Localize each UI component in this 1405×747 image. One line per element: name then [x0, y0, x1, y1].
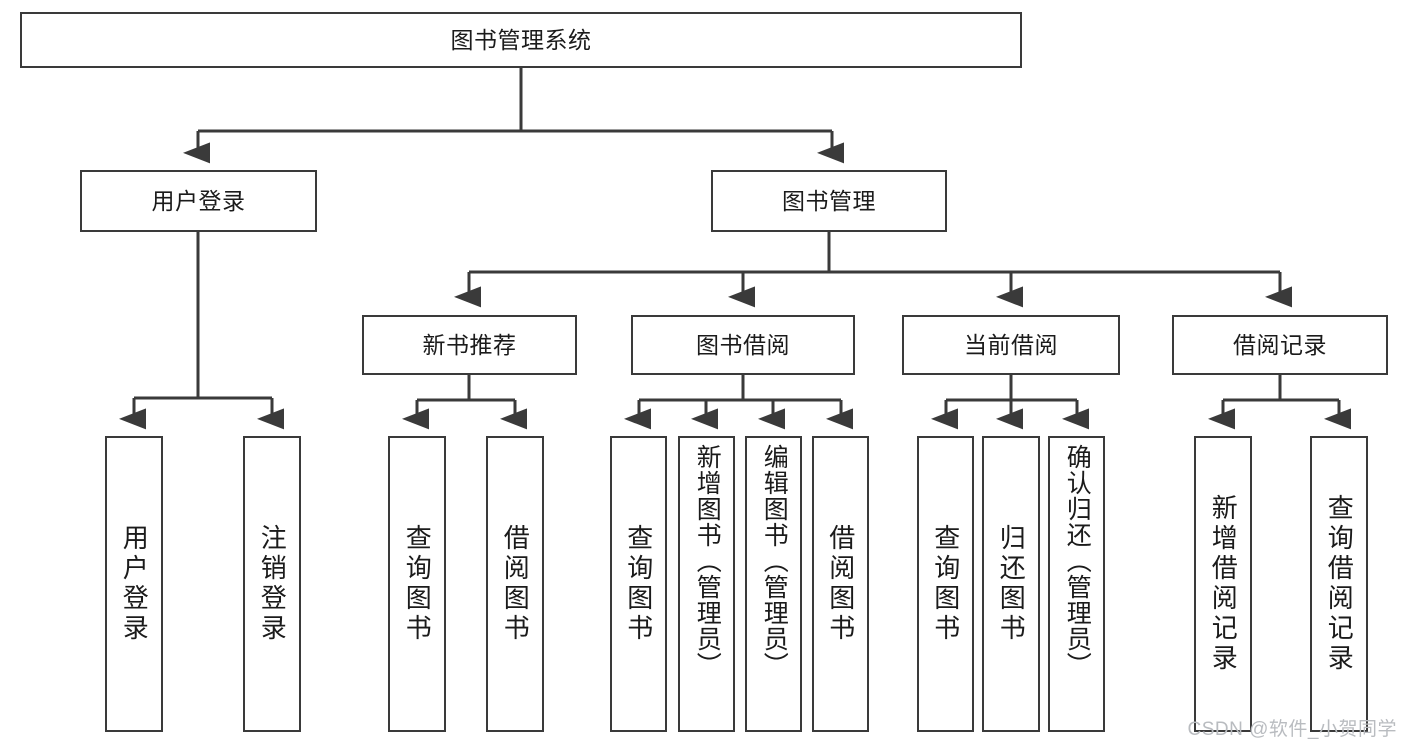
leaf-user-login[interactable]: 用户登录: [105, 436, 163, 732]
leaf-cb-confirm-return-admin[interactable]: 确认归还（管理员）: [1048, 436, 1105, 732]
leaf-bb-edit-book-admin[interactable]: 编辑图书（管理员）: [745, 436, 802, 732]
node-new-book-recommend[interactable]: 新书推荐: [362, 315, 577, 375]
node-book-borrow-label: 图书借阅: [696, 331, 790, 358]
leaf-logout-label: 注销登录: [257, 524, 288, 644]
node-borrow-record[interactable]: 借阅记录: [1172, 315, 1388, 375]
leaf-user-login-label: 用户登录: [119, 524, 150, 644]
node-book-borrow[interactable]: 图书借阅: [631, 315, 855, 375]
leaf-nbr-query-books-label: 查询图书: [402, 524, 433, 644]
leaf-cb-confirm-return-admin-label: 确认归还（管理员）: [1063, 444, 1092, 678]
node-current-borrow[interactable]: 当前借阅: [902, 315, 1120, 375]
leaf-bb-query-books-label: 查询图书: [623, 524, 654, 644]
node-book-management-label: 图书管理: [782, 187, 876, 214]
leaf-cb-return-books-label: 归还图书: [996, 524, 1027, 644]
node-current-borrow-label: 当前借阅: [964, 331, 1058, 358]
node-root-label: 图书管理系统: [450, 26, 592, 53]
leaf-br-add-record[interactable]: 新增借阅记录: [1194, 436, 1252, 732]
leaf-bb-query-books[interactable]: 查询图书: [610, 436, 667, 732]
leaf-bb-edit-book-admin-label: 编辑图书（管理员）: [760, 444, 789, 678]
node-borrow-record-label: 借阅记录: [1233, 331, 1327, 358]
leaf-cb-return-books[interactable]: 归还图书: [982, 436, 1040, 732]
leaf-logout[interactable]: 注销登录: [243, 436, 301, 732]
leaf-br-query-record-label: 查询借阅记录: [1324, 494, 1355, 674]
leaf-nbr-borrow-books[interactable]: 借阅图书: [486, 436, 544, 732]
leaf-cb-query-books-label: 查询图书: [930, 524, 961, 644]
node-new-book-recommend-label: 新书推荐: [422, 331, 517, 358]
node-book-management[interactable]: 图书管理: [711, 170, 947, 232]
leaf-bb-borrow-books-label: 借阅图书: [825, 524, 856, 644]
node-user-login-label: 用户登录: [151, 187, 246, 214]
node-root[interactable]: 图书管理系统: [20, 12, 1022, 68]
leaf-cb-query-books[interactable]: 查询图书: [917, 436, 974, 732]
leaf-bb-borrow-books[interactable]: 借阅图书: [812, 436, 869, 732]
leaf-nbr-query-books[interactable]: 查询图书: [388, 436, 446, 732]
watermark-text: CSDN @软件_小贺同学: [1187, 719, 1397, 740]
node-user-login[interactable]: 用户登录: [80, 170, 317, 232]
leaf-br-query-record[interactable]: 查询借阅记录: [1310, 436, 1368, 732]
leaf-nbr-borrow-books-label: 借阅图书: [500, 524, 531, 644]
leaf-bb-add-book-admin[interactable]: 新增图书（管理员）: [678, 436, 735, 732]
leaf-br-add-record-label: 新增借阅记录: [1208, 494, 1239, 674]
leaf-bb-add-book-admin-label: 新增图书（管理员）: [693, 444, 722, 678]
